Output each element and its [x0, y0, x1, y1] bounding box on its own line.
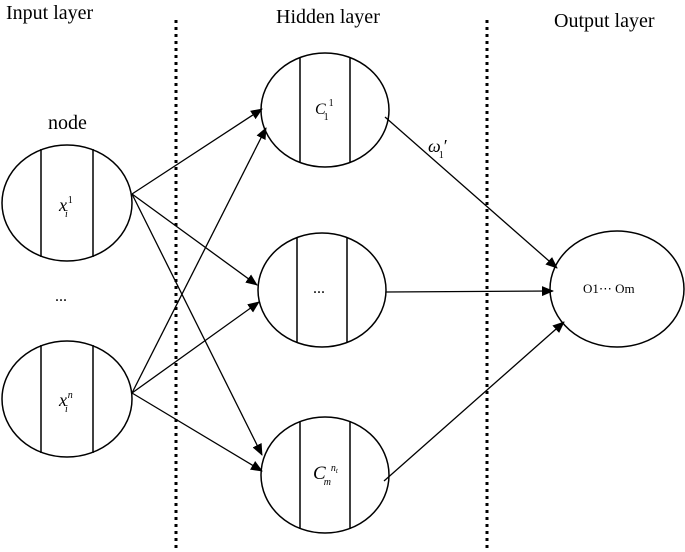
edge-input2-hidden1 — [131, 127, 267, 394]
input-node-2-label: xin — [59, 390, 73, 415]
hidden-node-2 — [257, 232, 387, 348]
edge-input1-hidden2 — [131, 193, 258, 286]
output-node-label: O1⋯ Om — [583, 281, 635, 296]
hidden-node-1-label: C11 — [315, 98, 334, 123]
hidden-node-3-label: Cmnt — [313, 463, 338, 488]
edge-input2-hidden3 — [131, 392, 263, 472]
edge-input1-hidden3 — [131, 193, 263, 456]
output-layer-title: Output layer — [554, 10, 655, 32]
weight-label: ω1′ — [428, 136, 448, 161]
edge-hidden2-output — [385, 286, 554, 297]
edge-hidden1-output — [384, 116, 558, 269]
hidden-node-3 — [260, 416, 390, 534]
input-node-2 — [1, 340, 133, 458]
hidden-layer-title: Hidden layer — [276, 6, 380, 28]
input-ellipsis: ... — [55, 288, 67, 305]
edge-input1-hidden1 — [131, 108, 263, 195]
hidden-node-2-label: ... — [313, 280, 325, 297]
node-caption: node — [48, 112, 87, 134]
edge-input2-hidden2 — [131, 301, 260, 394]
edge-hidden3-output — [383, 321, 565, 482]
input-node-1 — [1, 144, 133, 262]
input-node-1-label: xi1 — [59, 195, 73, 220]
input-layer-title: Input layer — [6, 2, 94, 24]
